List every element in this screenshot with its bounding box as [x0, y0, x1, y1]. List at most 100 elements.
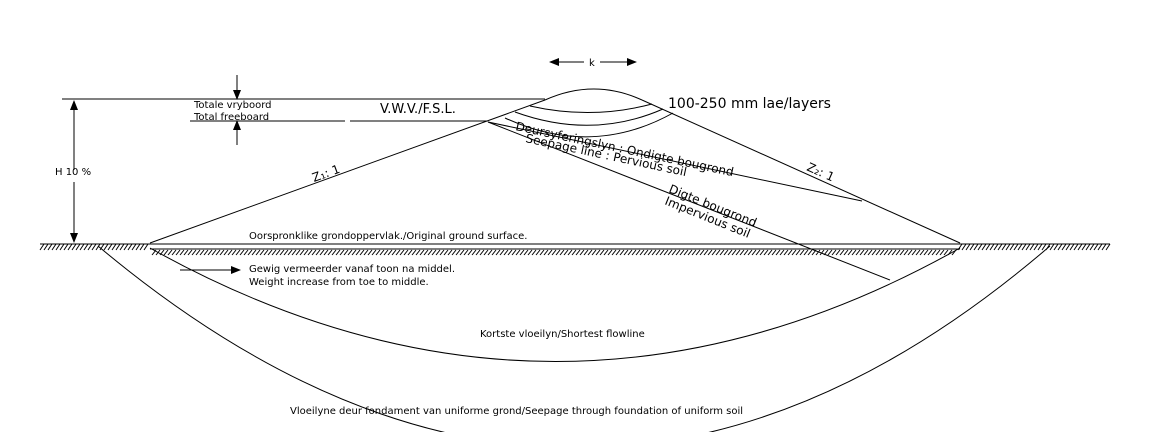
hatch-stroke — [279, 249, 285, 256]
layer-arc-2 — [514, 108, 664, 126]
hatch-stroke — [965, 243, 971, 251]
layer-arc-3 — [504, 112, 674, 138]
hatch-stroke — [339, 249, 345, 256]
hatch-stroke — [411, 249, 417, 256]
hatch-stroke — [627, 249, 633, 256]
hatch-stroke — [47, 243, 53, 251]
hatch-stroke — [251, 249, 257, 256]
hatch-stroke — [175, 249, 181, 256]
hatch-stroke — [935, 249, 941, 256]
hatch-stroke — [415, 249, 421, 256]
hatch-stroke — [479, 249, 485, 256]
hatch-stroke — [961, 243, 967, 251]
hatch-stroke — [607, 249, 613, 256]
hatch-stroke — [443, 249, 449, 256]
hatch-stroke — [679, 249, 685, 256]
upstream-slope-label: Z₁: 1 — [310, 162, 342, 185]
hatch-stroke — [315, 249, 321, 256]
ground-hatching-middle — [151, 249, 957, 256]
hatch-stroke — [683, 249, 689, 256]
hatch-stroke — [139, 243, 145, 251]
hatch-stroke — [135, 243, 141, 251]
hatch-stroke — [1005, 243, 1011, 251]
hatch-stroke — [859, 249, 865, 256]
hatch-stroke — [1053, 243, 1059, 251]
dam-body — [149, 88, 961, 281]
hatch-stroke — [227, 249, 233, 256]
hatch-stroke — [431, 249, 437, 256]
hatch-stroke — [351, 249, 357, 256]
hatch-stroke — [355, 249, 361, 256]
hatch-stroke — [455, 249, 461, 256]
hatch-stroke — [447, 249, 453, 256]
hatch-stroke — [767, 249, 773, 256]
seepage-line-pervious — [487, 121, 863, 202]
hatch-stroke — [531, 249, 537, 256]
hatch-stroke — [619, 249, 625, 256]
hatch-stroke — [287, 249, 293, 256]
hatch-stroke — [239, 249, 245, 256]
ground-hatching-right — [957, 243, 1111, 251]
hatch-stroke — [631, 249, 637, 256]
hatch-stroke — [551, 249, 557, 256]
hatch-stroke — [851, 249, 857, 256]
hatch-stroke — [1033, 243, 1039, 251]
hatch-stroke — [427, 249, 433, 256]
crest-arc — [544, 88, 643, 101]
hatch-stroke — [283, 249, 289, 256]
hatch-stroke — [647, 249, 653, 256]
hatch-stroke — [927, 249, 933, 256]
hatch-stroke — [543, 249, 549, 256]
weight-label-af: Gewig vermeerder vanaf toon na middel. — [249, 264, 455, 275]
hatch-stroke — [59, 243, 65, 251]
hatch-stroke — [651, 249, 657, 256]
hatch-stroke — [899, 249, 905, 256]
hatch-stroke — [575, 249, 581, 256]
hatch-stroke — [997, 243, 1003, 251]
hatch-stroke — [1097, 243, 1103, 251]
hatch-stroke — [343, 249, 349, 256]
hatch-stroke — [119, 243, 125, 251]
hatch-stroke — [977, 243, 983, 251]
hatch-stroke — [1037, 243, 1043, 251]
hatch-stroke — [923, 249, 929, 256]
hatch-stroke — [659, 249, 665, 256]
hatch-stroke — [1013, 243, 1019, 251]
hatch-stroke — [331, 249, 337, 256]
hatch-stroke — [387, 249, 393, 256]
hatch-stroke — [271, 249, 277, 256]
hatch-stroke — [911, 249, 917, 256]
hatch-stroke — [335, 249, 341, 256]
hatch-stroke — [703, 249, 709, 256]
layers-label: 100-250 mm lae/layers — [668, 96, 831, 112]
hatch-stroke — [267, 249, 273, 256]
hatch-stroke — [439, 249, 445, 256]
hatch-stroke — [131, 243, 137, 251]
hatch-stroke — [423, 249, 429, 256]
hatch-stroke — [371, 249, 377, 256]
hatch-stroke — [51, 243, 57, 251]
hatch-stroke — [167, 249, 173, 256]
hatch-stroke — [207, 249, 213, 256]
seepage-line-impervious — [487, 121, 891, 281]
layer-arc-1 — [529, 103, 653, 113]
hatch-stroke — [579, 249, 585, 256]
hatch-stroke — [973, 243, 979, 251]
hatch-stroke — [759, 249, 765, 256]
hatch-stroke — [1025, 243, 1031, 251]
hatch-stroke — [787, 249, 793, 256]
hatch-stroke — [1085, 243, 1091, 251]
hatch-stroke — [755, 249, 761, 256]
outer-flowline — [97, 245, 1051, 432]
hatch-stroke — [547, 249, 553, 256]
hatch-stroke — [539, 249, 545, 256]
hatch-stroke — [311, 249, 317, 256]
hatch-stroke — [1021, 243, 1027, 251]
hatch-stroke — [1077, 243, 1083, 251]
hatch-stroke — [907, 249, 913, 256]
hatch-stroke — [219, 249, 225, 256]
hatch-stroke — [231, 249, 237, 256]
hatch-stroke — [559, 249, 565, 256]
hatch-stroke — [55, 243, 61, 251]
